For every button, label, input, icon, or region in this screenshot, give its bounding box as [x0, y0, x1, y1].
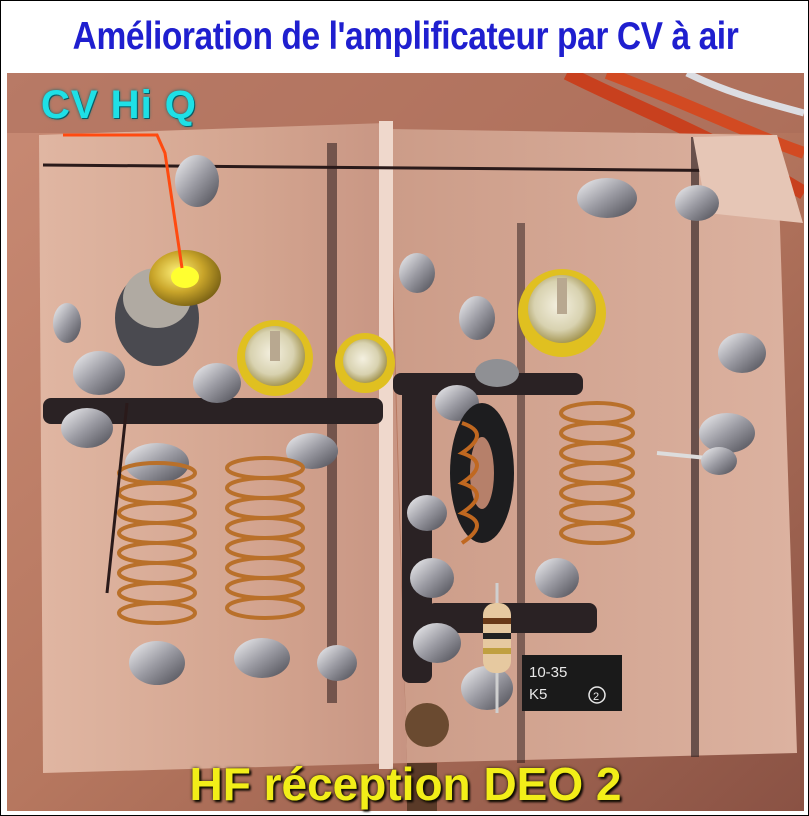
trimmer-capacitors — [237, 269, 606, 396]
coil-1 — [117, 461, 197, 625]
marking-circled: 2 — [593, 691, 599, 703]
marked-component: 10-35 K5 2 — [522, 655, 622, 711]
resistor — [483, 583, 511, 713]
marking-line-1: 10-35 — [529, 664, 567, 681]
coil-3 — [559, 401, 635, 545]
pointer-line — [63, 133, 184, 269]
page-title: Amélioration de l'amplificateur par CV à… — [72, 15, 739, 58]
air-variable-capacitor — [115, 250, 221, 366]
marking-line-2: K5 — [529, 686, 547, 703]
coil-2 — [225, 456, 305, 620]
ferrite-toroid — [450, 403, 514, 545]
circuit-photo: 10-35 K5 2 — [7, 73, 804, 811]
caption-label: HF réception DEO 2 — [189, 758, 622, 810]
annotation-label: CV Hi Q — [41, 83, 197, 127]
